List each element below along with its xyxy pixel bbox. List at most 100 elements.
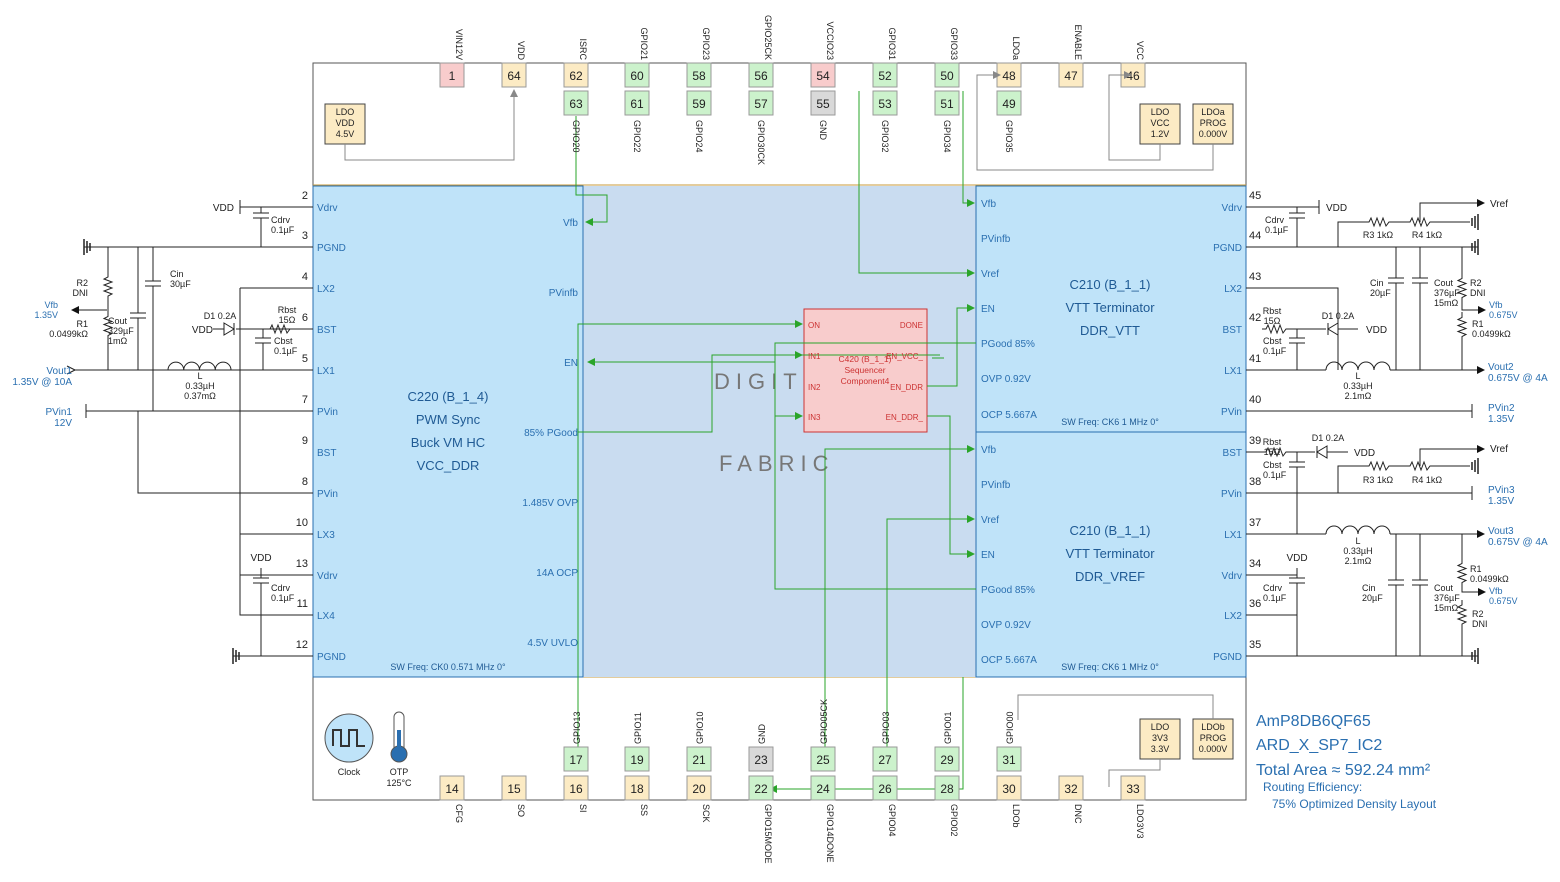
ldo-3v3-box-text: 3.3V [1151, 744, 1170, 754]
left-cdrv1: Cdrv [271, 215, 291, 225]
top-pin-47-number: 47 [1064, 69, 1078, 83]
right-b-d1: D1 0.2A [1312, 433, 1345, 443]
c220-pin-num-6: 6 [302, 312, 308, 324]
top-pin-51[interactable] [934, 90, 960, 116]
top-pin-label-47: ENABLE [1073, 24, 1083, 60]
bottom-pin-24-number: 24 [816, 782, 830, 796]
bottom-pin-30[interactable] [996, 775, 1022, 801]
right-b-l: 0.33µH [1343, 546, 1372, 556]
c210-vtt-block[interactable] [975, 185, 1247, 433]
top-pin-64[interactable] [501, 62, 527, 88]
bottom-pin-18[interactable] [624, 775, 650, 801]
left-cin: Cin [170, 269, 184, 279]
c210-vref-pin-num-37: 37 [1249, 517, 1261, 529]
ldo-vdd-box[interactable] [324, 103, 366, 145]
top-pin-57[interactable] [748, 90, 774, 116]
wire [137, 411, 313, 494]
bottom-pin-22[interactable] [748, 775, 774, 801]
right-b-cdrv: 0.1µF [1263, 593, 1287, 603]
wire [1461, 587, 1486, 596]
c220-pin-num-9: 9 [302, 435, 308, 447]
capacitor-symbol [1388, 277, 1404, 284]
sequencer-block[interactable] [803, 308, 928, 433]
bottom-pin-label-20: SCK [701, 804, 711, 823]
bottom-pin-19[interactable] [624, 746, 650, 772]
ldo-3v3-box-text: 3V3 [1152, 733, 1168, 743]
top-pin-49[interactable] [996, 90, 1022, 116]
right-r2: R2 [1470, 278, 1482, 288]
seq-input: ON [808, 321, 820, 330]
bottom-pin-label-14: CFG [454, 804, 464, 823]
right-b-r1: 0.0499kΩ [1470, 574, 1509, 584]
top-pin-label-54: VCCIO23 [825, 21, 835, 60]
bottom-pin-27[interactable] [872, 746, 898, 772]
c220-title: C220 (B_1_4) [408, 389, 489, 404]
top-pin-53[interactable] [872, 90, 898, 116]
c210-vref-block[interactable] [975, 431, 1247, 678]
bottom-pin-26[interactable] [872, 775, 898, 801]
ldoa-prog-box-text: PROG [1200, 118, 1227, 128]
diode-symbol [1327, 322, 1339, 336]
bottom-pin-20[interactable] [686, 775, 712, 801]
bottom-pin-21[interactable] [686, 746, 712, 772]
ground-icon [1471, 648, 1479, 664]
right-r3: R3 1kΩ [1363, 230, 1394, 240]
top-pin-label-52: GPIO31 [887, 27, 897, 60]
left-cdrv2: 0.1µF [271, 593, 295, 603]
c210-vref-left-pin: OVP 0.92V [981, 620, 1031, 631]
ldoa-prog-box[interactable] [1192, 103, 1234, 145]
bottom-pin-29[interactable] [934, 746, 960, 772]
bottom-pin-15-number: 15 [507, 782, 521, 796]
top-pin-48-number: 48 [1002, 69, 1016, 83]
top-pin-52[interactable] [872, 62, 898, 88]
seq-title: C420 (B_1_1) [839, 354, 892, 364]
top-pin-62[interactable] [563, 62, 589, 88]
left-vout1: Vout1 [46, 366, 72, 377]
ldo-3v3-box[interactable] [1139, 718, 1181, 760]
total-area: Total Area ≈ 592.24 mm² [1256, 762, 1431, 779]
top-pin-50[interactable] [934, 62, 960, 88]
c210-vref-pin-num-35: 35 [1249, 639, 1261, 651]
bottom-pin-17[interactable] [563, 746, 589, 772]
top-pin-58[interactable] [686, 62, 712, 88]
wire [1246, 465, 1365, 494]
c220-block[interactable] [312, 185, 584, 678]
bottom-pin-31[interactable] [996, 746, 1022, 772]
wire [344, 89, 518, 161]
top-pin-46[interactable] [1120, 62, 1146, 88]
top-pin-63[interactable] [563, 90, 589, 116]
top-pin-59[interactable] [686, 90, 712, 116]
right-b-pvin3: 1.35V [1488, 496, 1514, 507]
top-pin-55[interactable] [810, 90, 836, 116]
bottom-pin-33[interactable] [1120, 775, 1146, 801]
wire [886, 515, 975, 747]
bottom-pin-28[interactable] [934, 775, 960, 801]
c210-vtt-pin-num-44: 44 [1249, 230, 1261, 242]
c210-vtt-pin-num-41: 41 [1249, 353, 1261, 365]
seq-title: Sequencer [844, 365, 885, 375]
capacitor-symbol [1289, 337, 1305, 344]
right-b-pvin3: PVin3 [1488, 485, 1515, 496]
bottom-pin-24[interactable] [810, 775, 836, 801]
bottom-pin-16[interactable] [563, 775, 589, 801]
top-pin-61[interactable] [624, 90, 650, 116]
c220-pin-num-5: 5 [302, 353, 308, 365]
bottom-pin-14[interactable] [439, 775, 465, 801]
bottom-pin-32-number: 32 [1064, 782, 1078, 796]
bottom-pin-15[interactable] [501, 775, 527, 801]
capacitor-symbol [253, 577, 269, 584]
c210-vtt-left-pin: PVinfb [981, 234, 1011, 245]
top-pin-60[interactable] [624, 62, 650, 88]
top-pin-54[interactable] [810, 62, 836, 88]
top-pin-label-53: GPIO32 [880, 120, 890, 153]
top-pin-47[interactable] [1058, 62, 1084, 88]
bottom-pin-23[interactable] [748, 746, 774, 772]
bottom-pin-32[interactable] [1058, 775, 1084, 801]
c210-vref-pin-name: BST [1223, 448, 1242, 459]
bottom-pin-21-number: 21 [692, 753, 706, 767]
c220-pin-num-4: 4 [302, 271, 308, 283]
top-pin-56[interactable] [748, 62, 774, 88]
left-l: 0.33µH [185, 381, 214, 391]
bottom-pin-25[interactable] [810, 746, 836, 772]
top-pin-1[interactable] [439, 62, 465, 88]
